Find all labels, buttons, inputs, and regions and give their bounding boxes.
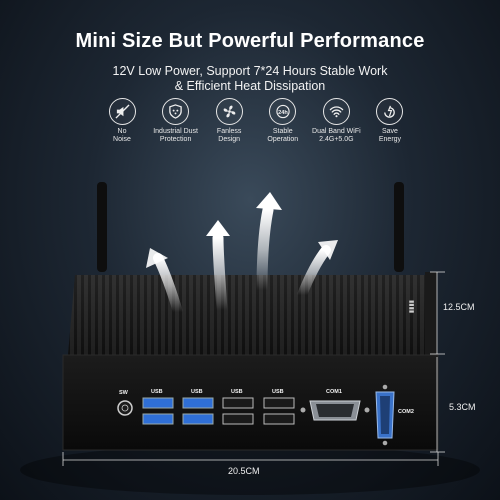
clock-24h-icon: 24h [269,98,297,125]
feature-label: Fanless [216,128,242,135]
label-usb-2: USB [191,389,203,395]
floor-shadow [20,445,480,495]
usb-port-group-2 [182,397,214,425]
heat-arrow [297,245,331,300]
label-usb-3: USB [231,389,243,395]
heat-arrow [256,204,274,296]
clock-24h-text: 24h [278,110,288,116]
dimension-depth: 5.3CM [449,402,476,412]
dimension-width: 20.5CM [228,466,260,476]
feature-label: Dual Band WiFi [312,128,361,135]
feature-label: Protection [159,136,192,143]
headline: Mini Size But Powerful Performance [75,30,425,52]
fan-icon [215,98,243,125]
usb3-port[interactable] [142,397,174,409]
usb-port-group-3 [222,397,254,425]
label-com2: COM2 [398,409,414,415]
dust-protection-icon [162,98,190,125]
usb3-port[interactable] [182,413,214,425]
label-usb-4: USB [272,389,284,395]
heat-arrow-head [146,248,168,268]
usb3-port[interactable] [182,397,214,409]
subheadline-line-1: 12V Low Power, Support 7*24 Hours Stable… [112,64,388,78]
feature-label: No [117,128,127,135]
com1-port[interactable] [300,400,370,421]
subheadline-line-2: & Efficient Heat Dissipation [174,79,326,93]
heat-arrow-head [318,240,338,260]
usb3-port[interactable] [142,413,174,425]
right-antenna [394,182,404,272]
feature-label: Energy [378,136,402,143]
side-brand-mark: ▮▮▮▮ [408,300,414,313]
dimension-height: 12.5CM [443,302,475,312]
feature-label: Industrial Dust [153,128,198,135]
feature-label: 2.4G+5.0G [319,136,354,143]
no-noise-icon [108,98,136,125]
feature-label: Noise [113,136,131,143]
heat-arrow-head [256,192,282,210]
heat-arrow [212,232,228,316]
label-com1: COM1 [326,389,342,395]
usb-port-group-1 [142,397,174,425]
feature-label: Design [218,136,241,143]
heat-arrow-head [206,220,230,236]
usb-port-group-4 [263,397,295,425]
subheadline: 12V Low Power, Support 7*24 Hours Stable… [0,64,500,94]
usb2-port[interactable] [263,397,295,409]
dimension-lines [62,271,445,466]
usb2-port[interactable] [263,413,295,425]
energy-icon [376,98,404,125]
power-button[interactable] [117,400,133,416]
label-usb-1: USB [151,389,163,395]
side-panel [425,272,437,360]
feature-label: Operation [267,136,299,143]
left-antenna [97,182,107,272]
usb2-port[interactable] [222,413,254,425]
label-sw: SW [119,390,128,396]
wifi-icon [322,98,350,125]
feature-label: Save [381,128,398,135]
com2-port[interactable] [375,384,395,446]
feature-label: Stable [272,128,293,135]
usb2-port[interactable] [222,397,254,409]
